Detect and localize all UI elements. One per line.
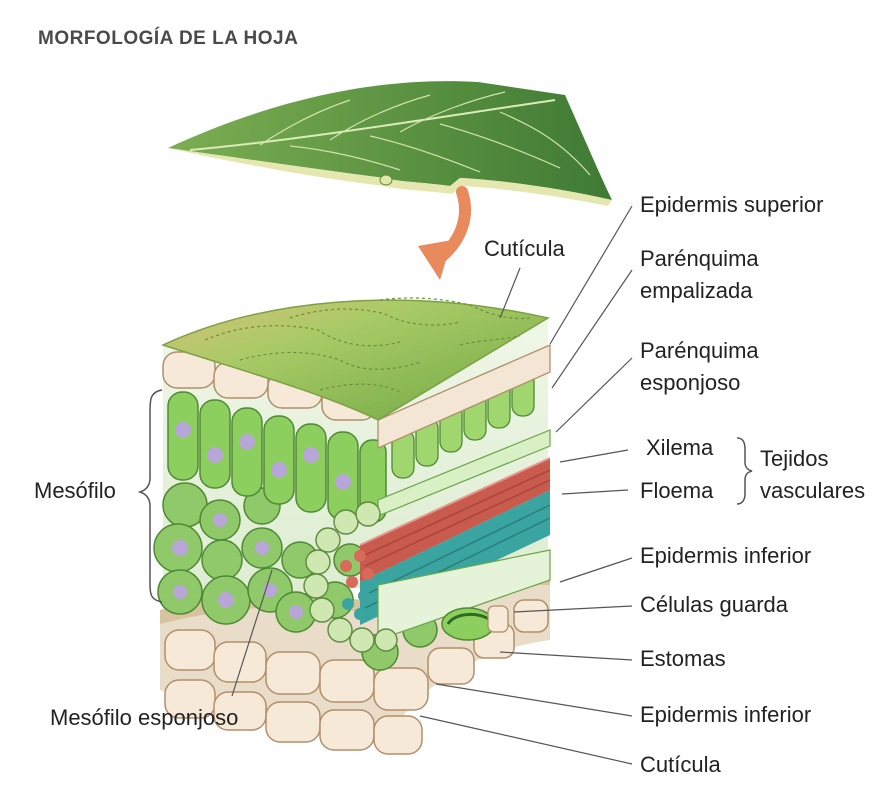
label-epidermis-inferior-1: Epidermis inferior	[640, 543, 811, 568]
label-cuticula-top: Cutícula	[484, 236, 565, 261]
label-tejidos-vasculares-1: Tejidos	[760, 446, 828, 471]
label-xilema: Xilema	[646, 435, 714, 460]
label-parenquima-empalizada-2: empalizada	[640, 278, 753, 303]
label-mesofilo-esponjoso: Mesófilo esponjoso	[50, 705, 238, 730]
tejidos-vasculares-bracket	[736, 437, 753, 505]
page-title: MORFOLOGÍA DE LA HOJA	[38, 28, 299, 49]
leaf-illustration	[168, 81, 612, 206]
label-estomas: Estomas	[640, 646, 726, 671]
guard-cells	[441, 605, 509, 641]
label-mesofilo: Mesófilo	[34, 478, 116, 503]
label-parenquima-esponjoso-1: Parénquima	[640, 338, 759, 363]
label-parenquima-empalizada-1: Parénquima	[640, 246, 759, 271]
label-cuticula-bottom: Cutícula	[640, 752, 721, 777]
label-parenquima-esponjoso-2: esponjoso	[640, 370, 740, 395]
arrow-icon	[418, 186, 471, 280]
label-epidermis-inferior-2: Epidermis inferior	[640, 702, 811, 727]
leaf-cross-section	[153, 297, 551, 755]
leader-lines	[231, 205, 633, 765]
label-tejidos-vasculares-2: vasculares	[760, 478, 865, 503]
label-epidermis-superior: Epidermis superior	[640, 192, 823, 217]
label-celulas-guarda: Células guarda	[640, 592, 789, 617]
label-floema: Floema	[640, 478, 714, 503]
mesofilo-bracket	[137, 389, 163, 603]
